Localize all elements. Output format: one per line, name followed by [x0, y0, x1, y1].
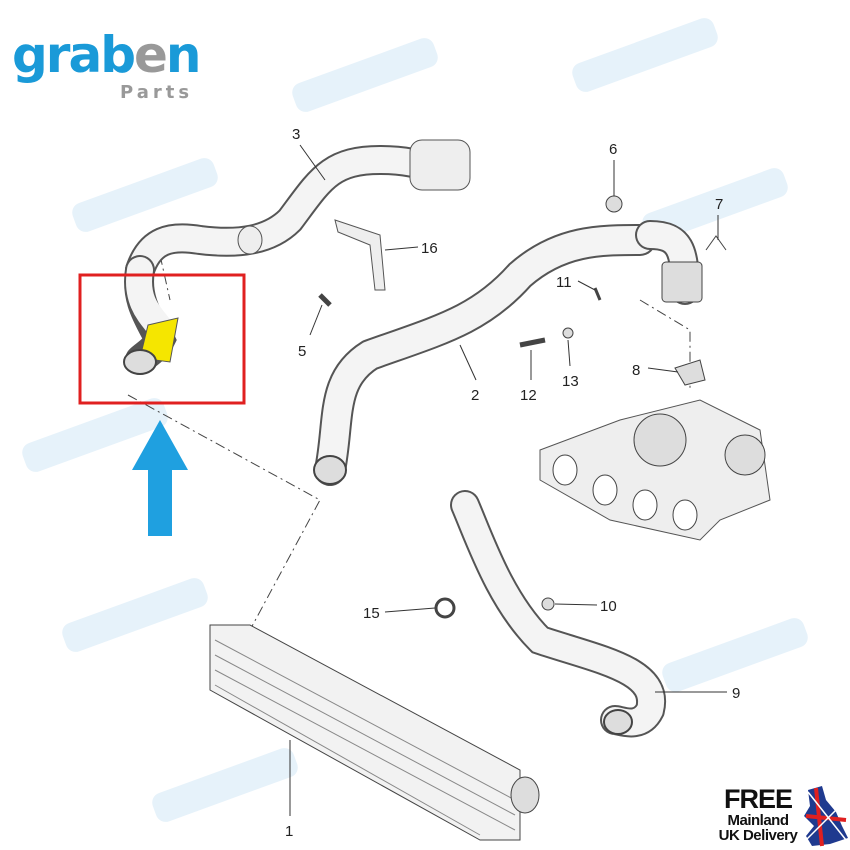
- callout-8: 8: [632, 362, 640, 379]
- highlight-box: [78, 273, 246, 405]
- brand-logo: graben Parts: [12, 26, 202, 103]
- part-16-bracket: [334, 219, 386, 291]
- callout-6: 6: [609, 141, 617, 158]
- part-9-hose: [434, 490, 666, 738]
- part-2-hose: [313, 220, 703, 486]
- highlighted-hose: [123, 255, 179, 375]
- mainland-label: Mainland: [727, 812, 789, 829]
- turbo-manifold: [539, 359, 771, 541]
- callout-2: 2: [471, 387, 479, 404]
- part-1-intercooler: [209, 624, 540, 841]
- callout-5: 5: [298, 343, 306, 360]
- free-label: FREE: [723, 784, 793, 814]
- callout-11: 11: [556, 274, 572, 291]
- callout-13: 13: [562, 373, 579, 390]
- brand-sub: Parts: [120, 82, 193, 103]
- callout-15: 15: [363, 605, 380, 622]
- brand-name: graben: [12, 26, 200, 84]
- uk-delivery-label: UK Delivery: [718, 827, 798, 844]
- callout-7: 7: [715, 196, 723, 213]
- leader-lines: [289, 144, 727, 816]
- uk-flag-map-icon: [804, 786, 848, 847]
- callout-3: 3: [292, 126, 300, 143]
- callout-9: 9: [732, 685, 740, 702]
- part-3-hose: [125, 139, 471, 285]
- free-delivery-badge: FREE Mainland UK Delivery: [718, 784, 798, 844]
- callout-10: 10: [600, 598, 617, 615]
- highlighted-section: [139, 317, 179, 363]
- callout-12: 12: [520, 387, 537, 404]
- pointer-arrow-icon: [132, 420, 188, 536]
- assembly-line: [159, 254, 171, 301]
- small-parts: [318, 195, 727, 348]
- callout-16: 16: [421, 240, 438, 257]
- callout-1: 1: [285, 823, 293, 840]
